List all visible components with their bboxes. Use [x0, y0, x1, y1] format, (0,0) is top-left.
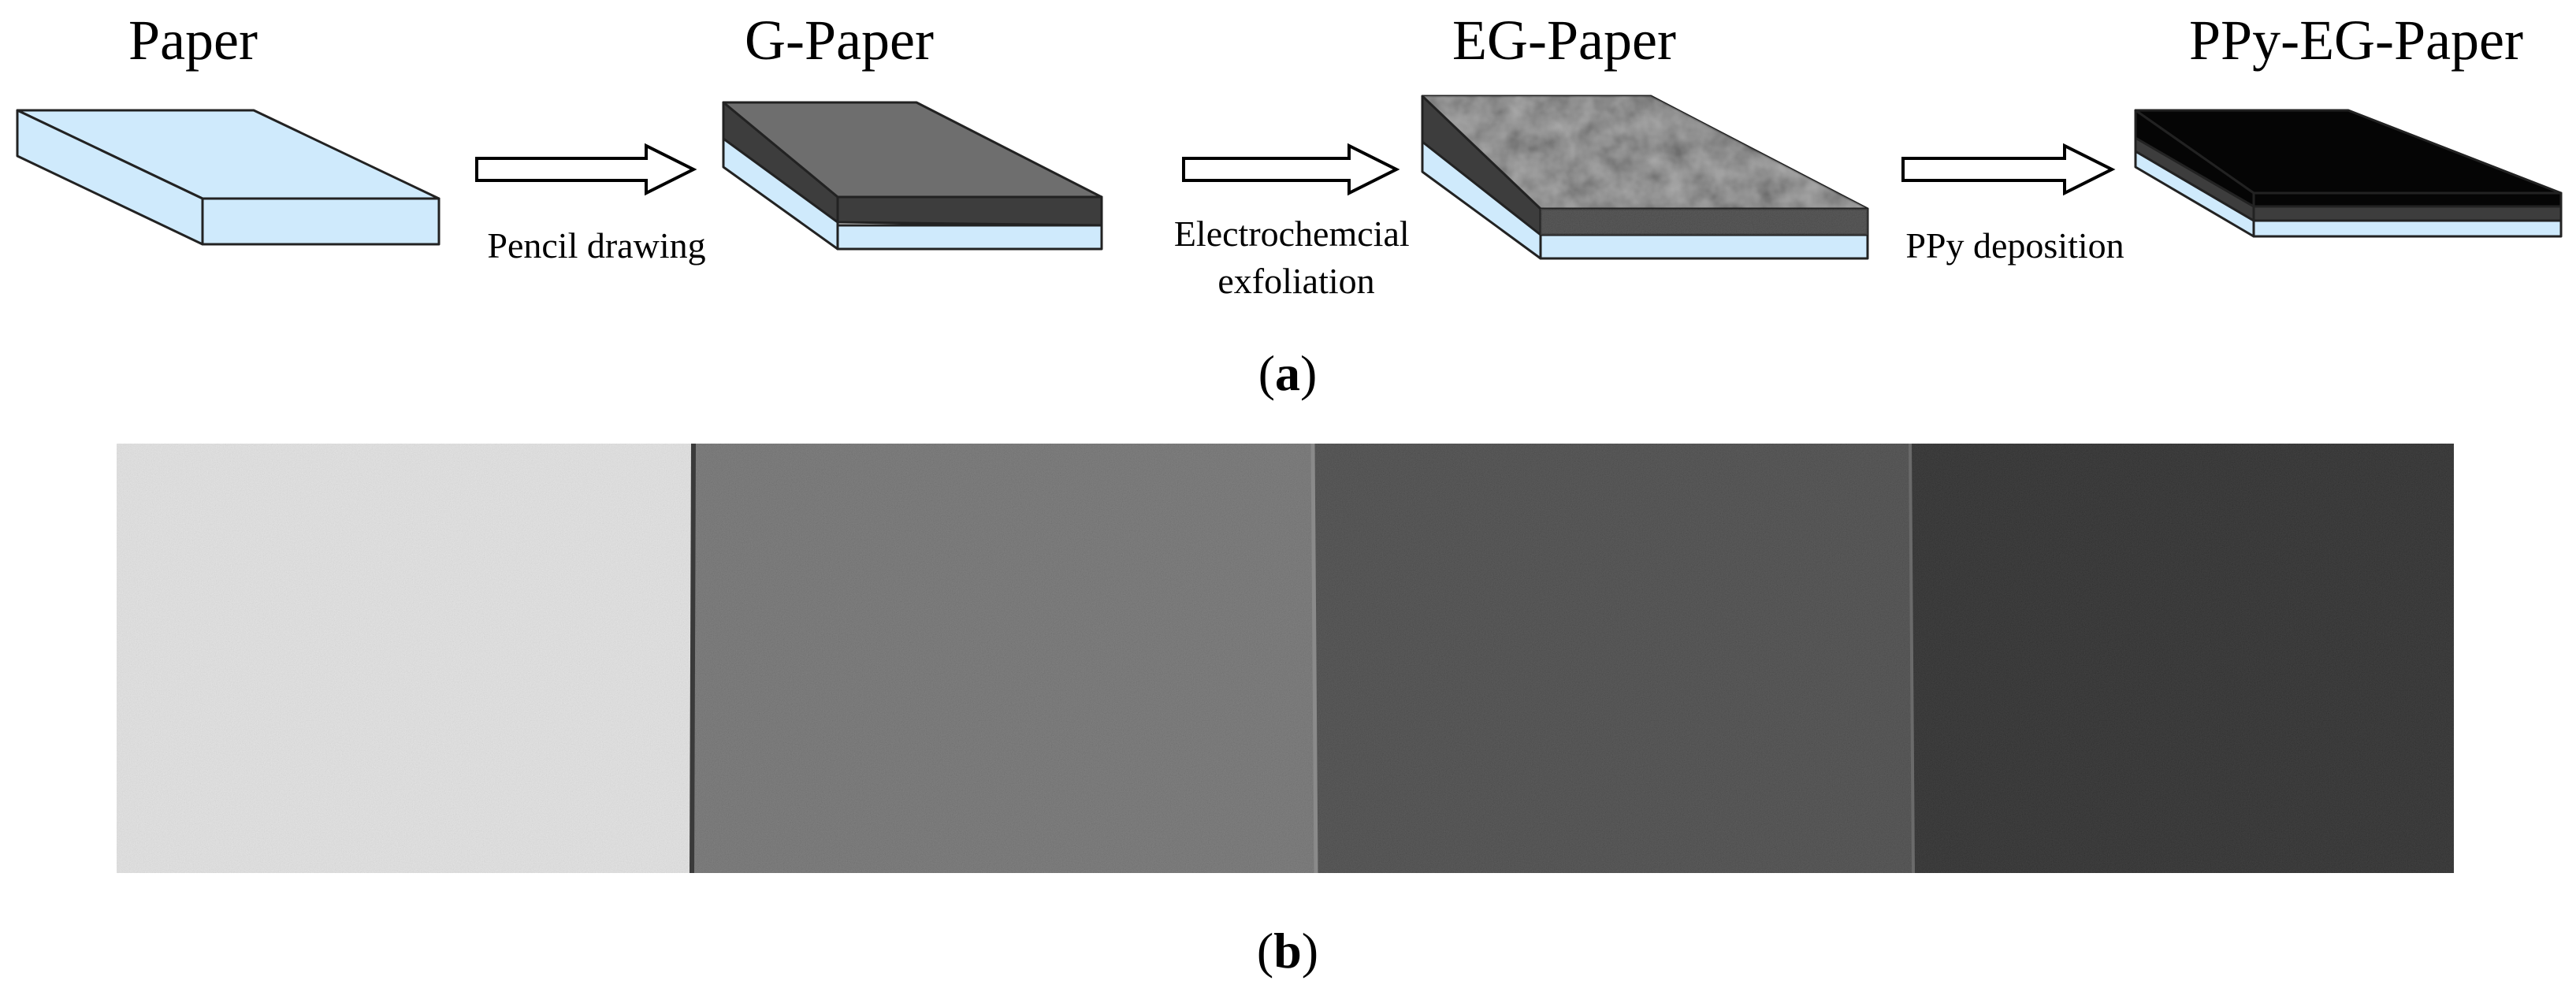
- arrow-step-3: PPy deposition: [1901, 143, 2124, 266]
- photo-seam: [1310, 443, 1318, 874]
- step-label-pencil-drawing: Pencil drawing: [487, 225, 705, 266]
- stage-title-paper: Paper: [128, 9, 258, 72]
- photo-grain-overlay: [117, 444, 2454, 873]
- right-arrow-icon: [475, 143, 697, 196]
- eg-paper-slab-icon: [1421, 95, 1869, 260]
- panel-b-photo-strip: (b): [117, 443, 2454, 979]
- stage-title-g-paper: G-Paper: [745, 9, 934, 72]
- arrow-step-2: Electrochemcial exfoliation: [1174, 143, 1418, 301]
- right-arrow-icon: [1182, 143, 1400, 196]
- photo-seam: [1909, 443, 1915, 874]
- panel-a-schematic: Paper Pencil drawing G-Paper: [16, 9, 2563, 401]
- g-paper-slab-icon: [722, 101, 1103, 251]
- panel-label-b: (b): [1257, 923, 1318, 979]
- panel-label-a: (a): [1258, 345, 1318, 401]
- stage-title-eg-paper: EG-Paper: [1452, 9, 1676, 72]
- arrow-step-1: Pencil drawing: [475, 143, 706, 266]
- right-arrow-icon: [1901, 143, 2116, 196]
- step-label-ppy-deposition: PPy deposition: [1905, 225, 2124, 266]
- paper-slab-icon: [16, 109, 440, 246]
- ppy-eg-paper-slab-icon: [2134, 109, 2563, 238]
- stage-eg-paper: EG-Paper: [1421, 9, 1869, 260]
- stage-ppy-eg-paper: PPy-EG-Paper: [2134, 9, 2563, 238]
- step-label-electrochemical-exfoliation: Electrochemcial exfoliation: [1174, 214, 1418, 301]
- photo-seam: [690, 443, 696, 874]
- stage-paper: Paper: [16, 9, 440, 246]
- stage-title-ppy-eg-paper: PPy-EG-Paper: [2189, 9, 2523, 72]
- stage-g-paper: G-Paper: [722, 9, 1103, 251]
